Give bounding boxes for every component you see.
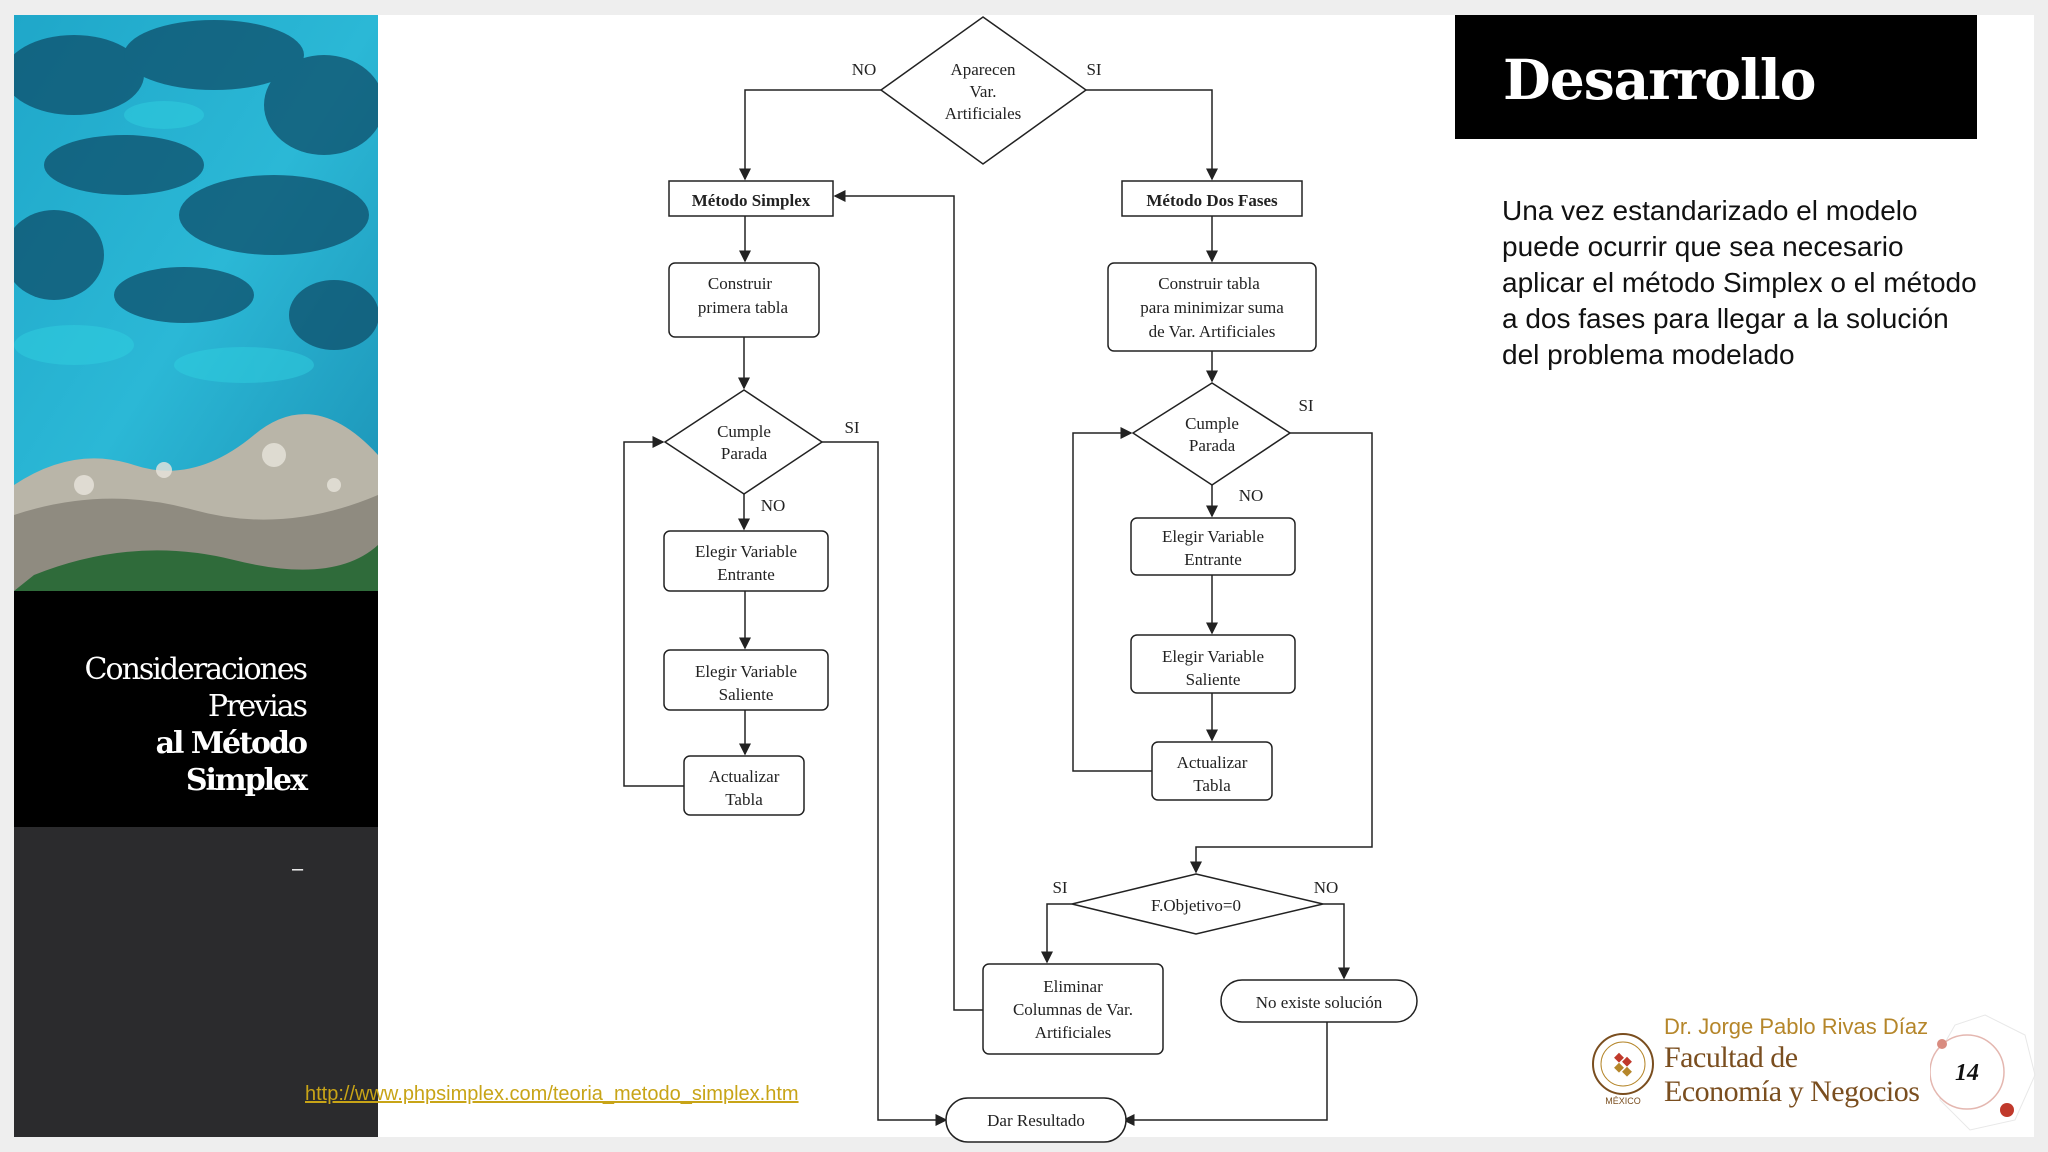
section-title-line: Simplex xyxy=(185,763,308,798)
section-title-line: Consideraciones xyxy=(84,652,308,687)
label-no: NO xyxy=(761,496,786,515)
header-panel: Desarrollo xyxy=(1455,15,1977,139)
decision-cumple-parada-right xyxy=(1131,382,1292,486)
dark-side-panel xyxy=(14,827,378,1137)
label-elegir-variable: Elegir Variable xyxy=(695,542,797,561)
label-saliente: Saliente xyxy=(1186,670,1241,689)
label-primera-tabla: primera tabla xyxy=(698,298,789,317)
label-columnas-de-var: Columnas de Var. xyxy=(1013,1000,1133,1019)
label-construir: Construir xyxy=(708,274,773,293)
aerial-reef-photo xyxy=(14,15,378,591)
section-title: Consideraciones Previas al Método Simple… xyxy=(84,651,308,799)
university-seal-icon: MÉXICO xyxy=(1588,1028,1658,1113)
page-title: Desarrollo xyxy=(1503,47,1816,112)
label-no: NO xyxy=(1314,878,1339,897)
box-eliminar-columnas xyxy=(982,963,1164,1055)
label-parada: Parada xyxy=(1189,436,1236,455)
label-metodo-dos-fases: Método Dos Fases xyxy=(1146,191,1278,210)
label-elegir-variable: Elegir Variable xyxy=(1162,647,1264,666)
label-parada: Parada xyxy=(721,444,768,463)
side-dash: – xyxy=(292,858,304,880)
box-elegir-saliente-left xyxy=(663,649,829,711)
label-si: SI xyxy=(1298,396,1313,415)
section-title-line: al Método xyxy=(155,726,308,761)
label-de-var-artificiales: de Var. Artificiales xyxy=(1149,322,1276,341)
box-dar-resultado xyxy=(945,1097,1127,1143)
label-no: NO xyxy=(1239,486,1264,505)
section-title-line: Previas xyxy=(207,689,308,724)
label-si: SI xyxy=(844,418,859,437)
body-paragraph: Una vez estandarizado el modelo puede oc… xyxy=(1502,195,1977,370)
label-construir-tabla: Construir tabla xyxy=(1158,274,1260,293)
box-metodo-simplex xyxy=(668,180,834,217)
label-cumple: Cumple xyxy=(1185,414,1239,433)
label-eliminar: Eliminar xyxy=(1043,977,1103,996)
faculty-line: Facultad de xyxy=(1664,1041,1798,1074)
label-f-objetivo: F.Objetivo=0 xyxy=(1151,896,1241,915)
label-si: SI xyxy=(1086,60,1101,79)
label-no-existe-solucion: No existe solución xyxy=(1256,993,1383,1012)
page-number-badge: 14 xyxy=(1929,1010,2040,1145)
label-elegir-variable: Elegir Variable xyxy=(695,662,797,681)
source-link[interactable]: http://www.phpsimplex.com/teoria_metodo_… xyxy=(305,1083,799,1105)
label-elegir-variable: Elegir Variable xyxy=(1162,527,1264,546)
label-tabla: Tabla xyxy=(1193,776,1231,795)
label-saliente: Saliente xyxy=(719,685,774,704)
decision-aparecen-artificiales xyxy=(879,16,1088,165)
decision-cumple-parada-left xyxy=(663,389,824,495)
label-aparecen: Aparecen xyxy=(950,60,1016,79)
box-elegir-entrante-left xyxy=(663,530,829,592)
seal-text: MÉXICO xyxy=(1605,1096,1641,1106)
decision-f-objetivo xyxy=(1071,873,1324,935)
label-dar-resultado: Dar Resultado xyxy=(987,1111,1085,1130)
label-metodo-simplex: Método Simplex xyxy=(692,191,811,210)
box-elegir-entrante-right xyxy=(1130,517,1296,576)
label-entrante: Entrante xyxy=(1184,550,1242,569)
label-si: SI xyxy=(1052,878,1067,897)
label-actualizar: Actualizar xyxy=(1177,753,1248,772)
label-entrante: Entrante xyxy=(717,565,775,584)
box-elegir-saliente-right xyxy=(1130,634,1296,694)
box-no-existe-solucion xyxy=(1220,979,1418,1023)
label-cumple: Cumple xyxy=(717,422,771,441)
label-artificiales: Artificiales xyxy=(1035,1023,1111,1042)
label-artificiales: Artificiales xyxy=(945,104,1021,123)
author-name: Dr. Jorge Pablo Rivas Díaz xyxy=(1664,1014,1929,1039)
label-actualizar: Actualizar xyxy=(709,767,780,786)
page-number: 14 xyxy=(1955,1060,1979,1086)
label-para-minimizar: para minimizar suma xyxy=(1140,298,1284,317)
faculty-name: Facultad de Economía y Negocios xyxy=(1664,1041,1920,1109)
label-no: NO xyxy=(852,60,877,79)
label-var: Var. xyxy=(970,82,997,101)
section-title-panel: Consideraciones Previas al Método Simple… xyxy=(14,591,378,827)
simplex-flowchart: Aparecen Var. Artificiales NO SI Método … xyxy=(623,16,1418,1143)
label-tabla: Tabla xyxy=(725,790,763,809)
faculty-line: Economía y Negocios xyxy=(1664,1075,1920,1108)
